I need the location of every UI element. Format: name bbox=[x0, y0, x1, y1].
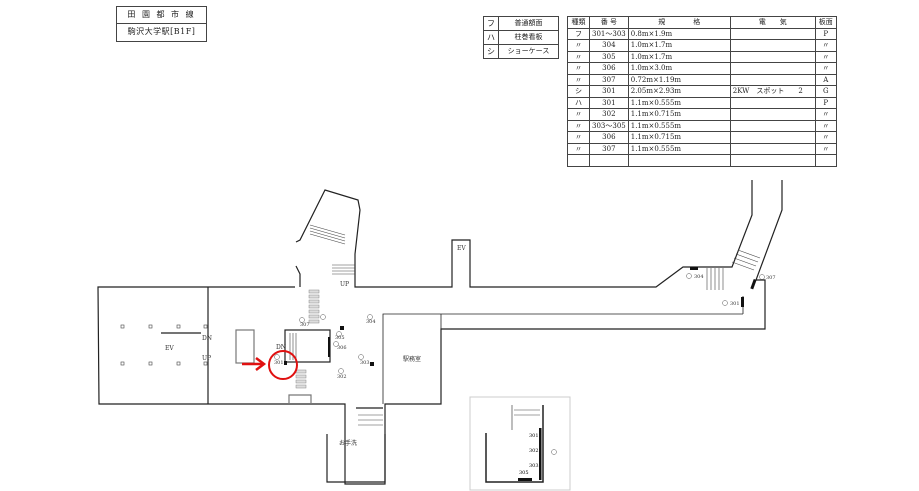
legend-label: 普通額面 bbox=[514, 19, 543, 27]
table-cell: 〃 bbox=[567, 131, 590, 144]
pillar-sign-label: 305 bbox=[335, 335, 345, 341]
pillar-sign-label: 306 bbox=[337, 345, 347, 351]
ev-label: EV bbox=[165, 345, 174, 352]
table-cell: 〃 bbox=[567, 119, 590, 132]
columns bbox=[120, 324, 208, 366]
stairs bbox=[289, 224, 761, 426]
table-cell: 304 bbox=[589, 39, 629, 52]
sign-marks bbox=[284, 267, 757, 366]
toilet-inset: 301 302 303 305 bbox=[469, 396, 571, 491]
table-cell: 〃 bbox=[814, 142, 837, 155]
legend-label: 柱巻看板 bbox=[514, 33, 543, 41]
table-cell: 303～305 bbox=[589, 119, 629, 132]
toilet-label: お手洗 bbox=[339, 439, 357, 447]
highlight-circle bbox=[268, 350, 298, 380]
showcase-label: 301 bbox=[730, 301, 740, 307]
table-cell: 〃 bbox=[814, 131, 837, 144]
office-label: 駅務室 bbox=[403, 355, 421, 363]
table-cell: 〃 bbox=[567, 39, 590, 52]
walls bbox=[97, 180, 783, 485]
frame-sign-label: 301 bbox=[529, 433, 539, 439]
pillar-sign-icon: ハ bbox=[484, 31, 499, 44]
frame-sign-label: 305 bbox=[519, 470, 529, 476]
dn-label: DN bbox=[202, 335, 212, 342]
table-cell bbox=[567, 154, 590, 167]
table-cell: 〃 bbox=[814, 50, 837, 63]
title-box: 田 園 都 市 線 駒沢大学駅[B1F] bbox=[116, 6, 207, 42]
line-name: 田 園 都 市 線 bbox=[127, 10, 196, 19]
frame-sign-label: 307 bbox=[766, 275, 776, 281]
table-cell: 301～303 bbox=[589, 27, 629, 40]
table-cell: 1.1m×0.715m bbox=[627, 131, 731, 144]
frame-sign-label: 304 bbox=[694, 274, 704, 280]
frame-sign-icon: フ bbox=[484, 17, 499, 30]
ev-label: EV bbox=[457, 245, 466, 252]
legend-label: ショーケース bbox=[507, 47, 550, 55]
up-label: UP bbox=[202, 355, 211, 362]
table-cell: 〃 bbox=[567, 142, 590, 155]
table-row bbox=[567, 154, 837, 167]
legend: フ 普通額面 ハ 柱巻看板 シショーケース bbox=[483, 16, 559, 59]
pillar-sign-label: 301 bbox=[274, 360, 284, 366]
pillar-sign-label: 307 bbox=[300, 322, 310, 328]
sign-circles bbox=[274, 273, 765, 374]
pillar-sign-label: 304 bbox=[366, 319, 376, 325]
table-cell: 〃 bbox=[814, 119, 837, 132]
table-cell: 〃 bbox=[814, 39, 837, 52]
legend-item: フ 普通額面 bbox=[484, 17, 558, 31]
frame-sign-label: 303 bbox=[529, 463, 539, 469]
pillar-sign-label: 303 bbox=[360, 360, 370, 366]
station-name: 駒沢大学駅[B1F] bbox=[117, 23, 206, 40]
table-cell: P bbox=[814, 27, 837, 40]
table-cell: フ bbox=[567, 27, 590, 40]
highlight-marker bbox=[242, 350, 298, 380]
table-cell: 〃 bbox=[567, 50, 590, 63]
showcase-icon: シ bbox=[484, 45, 499, 58]
table-header-row: 種類 番 号 規 格 電 気 板面 bbox=[567, 16, 837, 29]
table-cell bbox=[814, 154, 837, 167]
up-label: UP bbox=[340, 281, 349, 288]
table-cell: 1.1m×0.555m bbox=[627, 142, 731, 155]
dn-label: DN bbox=[276, 344, 286, 351]
legend-item: シショーケース bbox=[484, 45, 558, 58]
legend-item: ハ 柱巻看板 bbox=[484, 31, 558, 45]
escalators bbox=[295, 289, 320, 389]
pillar-sign-label: 302 bbox=[337, 374, 347, 380]
frame-sign-label: 302 bbox=[529, 448, 539, 454]
